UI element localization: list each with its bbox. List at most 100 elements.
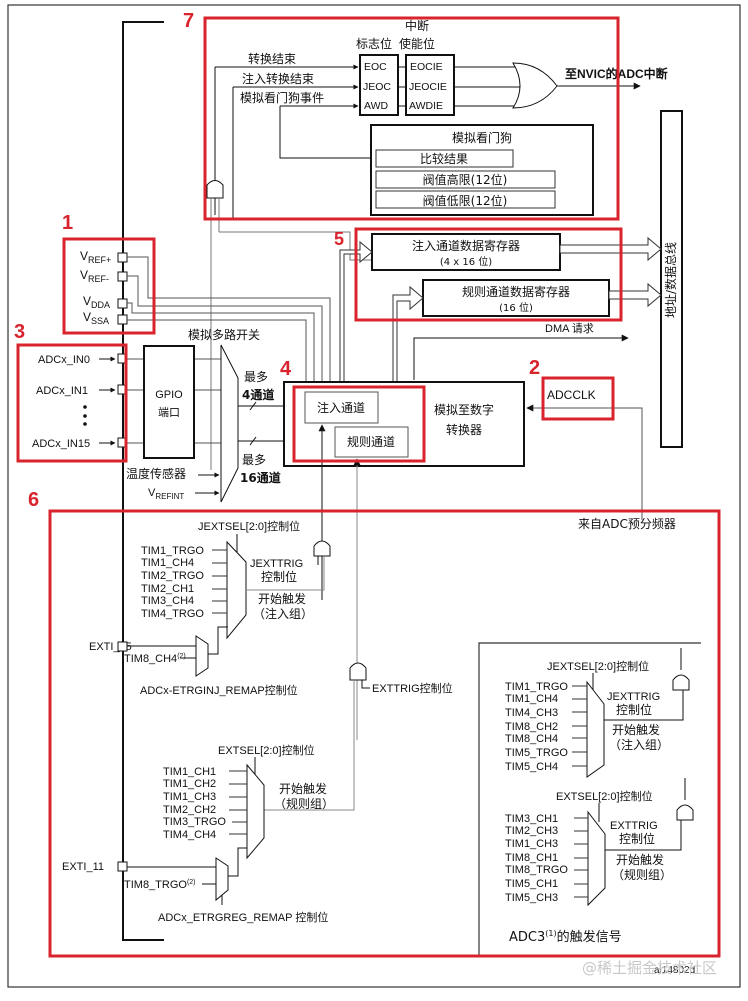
enable-header-2: 使能位 [399,36,435,51]
source-awd: 模拟看门狗事件 [240,90,324,105]
enable-register [405,54,455,116]
power-pins: VREF+ VREF- VDDA VSSA [80,249,331,385]
highlight-4 [292,385,426,463]
svg-text:TIM4_CH3: TIM4_CH3 [505,707,558,719]
reg-max-1: 最多 [242,453,266,467]
jextsel-label: JEXTSEL[2:0]控制位 [198,519,300,533]
highlight-5 [354,227,623,322]
flag-eoc: EOC [364,61,387,73]
svg-text:TIM2_TRGO: TIM2_TRGO [141,570,204,582]
svg-text:开始触发: 开始触发 [616,852,664,867]
regular-register-size: (16 位) [499,301,533,314]
adc-clock-label: ADCCLK [547,388,596,402]
injected-register-name: 注入通道数据寄存器 [412,238,520,253]
enable-awdie: AWDIE [409,100,443,112]
injected-register-size: (4 x 16 位) [440,255,492,268]
svg-text:TIM1_TRGO: TIM1_TRGO [141,545,204,557]
inj-max-2: 4通道 [242,387,274,402]
svg-text:TIM5_TRGO: TIM5_TRGO [505,747,568,759]
highlight-6 [48,509,721,958]
svg-text:TIM2_CH3: TIM2_CH3 [505,825,558,837]
svg-text:TIM3_CH1: TIM3_CH1 [505,813,558,825]
svg-text:TIM1_CH1: TIM1_CH1 [163,766,216,778]
label-7: 7 [183,10,194,32]
svg-text:TIM8_CH2: TIM8_CH2 [505,721,558,733]
reg-remap-label: ADCx_ETRGREG_REMAP 控制位 [158,910,328,924]
inj-max-1: 最多 [244,370,268,384]
svg-text:开始触发: 开始触发 [612,722,660,737]
source-eoc: 转换结束 [248,51,296,66]
highlight-1 [62,237,156,335]
svg-text:TIM3_CH4: TIM3_CH4 [141,595,194,607]
extsel-label: EXTSEL[2:0]控制位 [218,743,315,757]
inj-remap-label: ADCx-ETRGINJ_REMAP控制位 [140,683,298,697]
svg-text:TIM8_CH4: TIM8_CH4 [505,733,558,745]
flag-header: 标志位 [356,36,392,51]
adc3-and-gate-inj [672,674,690,691]
enable-jeocie: JEOCIE [409,81,447,93]
temp-sensor-label: 温度传感器 [126,466,186,481]
reg-start-1: 开始触发 [279,781,327,796]
gpio-label-2: 端口 [158,406,180,419]
highlight-7 [203,16,620,221]
adc3-caption: ADC3(1)的触发信号 [509,929,622,945]
injected-channel-label: 注入通道 [317,400,365,415]
svg-text:VREFINT: VREFINT [148,487,184,501]
and-gate-jexttrig [313,540,331,557]
svg-text:VREF-: VREF- [80,268,109,284]
watermark: @稀土掘金技术社区 [582,959,717,977]
highlight-2 [541,376,615,421]
analog-inputs: ADCx_IN0 ADCx_IN1 ADCx_IN15 GPIO 端口 模拟多路… [32,327,336,503]
exti11-label: EXTI_11 [62,861,104,873]
label-2: 2 [529,357,540,379]
data-registers: 注入通道数据寄存器 (4 x 16 位) 规则通道数据寄存器 (16 位) DM… [339,233,662,391]
regular-channel-box [334,426,409,458]
source-jeoc: 注入转换结束 [242,71,314,86]
svg-text:TIM3_TRGO: TIM3_TRGO [163,816,226,828]
figure-frame [7,4,741,988]
reg-max-2: 16通道 [240,470,281,485]
svg-text:TIM1_CH3: TIM1_CH3 [163,791,216,803]
and-gate-exttrig [349,662,367,681]
watchdog-low: 阀值低限(12位) [423,193,508,208]
svg-text:TIM1_CH4: TIM1_CH4 [141,557,194,569]
injected-channel-box [304,391,379,424]
label-5: 5 [334,229,344,249]
svg-text:TIM5_CH3: TIM5_CH3 [505,892,558,904]
inj-start-1: 开始触发 [258,591,306,606]
address-data-bus [660,110,683,448]
or-gate [512,62,558,109]
exttrig-label: EXTTRIG控制位 [372,681,453,695]
svg-text:VSSA: VSSA [83,310,109,326]
analog-mux [220,344,239,503]
gpio-label-1: GPIO [155,389,183,401]
svg-text:TIM1_CH4: TIM1_CH4 [505,693,558,705]
svg-text:VDDA: VDDA [83,294,110,310]
svg-text:（注入组）: （注入组） [609,737,669,752]
figure-id: ai14802d [654,965,695,976]
svg-text:TIM5_CH4: TIM5_CH4 [505,761,558,773]
regular-register-name: 规则通道数据寄存器 [462,284,570,299]
svg-text:TIM8_TRGO(2): TIM8_TRGO(2) [124,879,196,891]
svg-text:TIM8_CH4(2): TIM8_CH4(2) [124,653,186,665]
adc3-and-gate-reg [676,804,694,821]
pin-bus [122,21,164,941]
svg-text:TIM4_CH4: TIM4_CH4 [163,829,216,841]
svg-text:TIM1_TRGO: TIM1_TRGO [505,681,568,693]
svg-text:TIM5_CH1: TIM5_CH1 [505,878,558,890]
input-in15: ADCx_IN15 [32,438,90,450]
enable-header-1: 中断 [405,18,429,33]
svg-text:TIM4_TRGO: TIM4_TRGO [141,608,204,620]
regular-trigger-mux [246,763,265,860]
input-in1: ADCx_IN1 [36,385,88,397]
highlight-boxes [16,16,721,958]
flag-jeoc: JEOC [363,81,391,93]
svg-text:TIM1_CH2: TIM1_CH2 [163,778,216,790]
svg-text:TIM8_CH1: TIM8_CH1 [505,852,558,864]
reg-start-2: （规则组） [274,796,334,811]
enable-eocie: EOCIE [410,61,443,73]
mux-label: 模拟多路开关 [188,327,260,342]
svg-text:（规则组）: （规则组） [612,867,672,882]
adc3-regular-mux [587,810,606,907]
